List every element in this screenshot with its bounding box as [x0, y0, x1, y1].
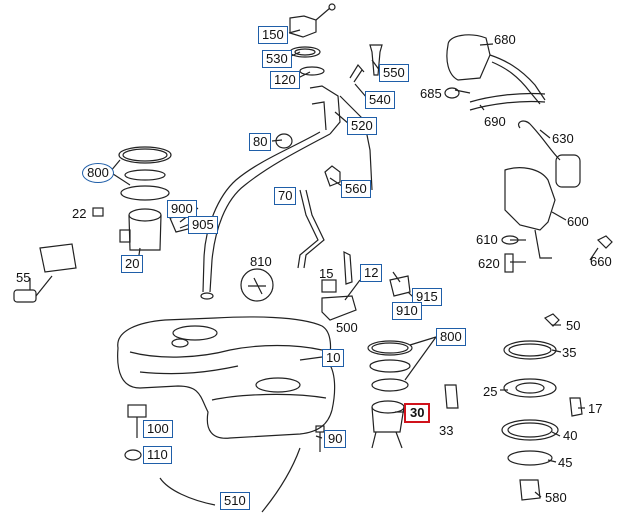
callout-910[interactable]: 910 — [392, 302, 422, 320]
callout-40: 40 — [563, 428, 578, 443]
callout-905[interactable]: 905 — [188, 216, 218, 234]
callout-800-left[interactable]: 800 — [82, 163, 114, 183]
callout-500: 500 — [336, 320, 358, 335]
callout-660: 660 — [590, 254, 612, 269]
callout-100[interactable]: 100 — [143, 420, 173, 438]
callout-540[interactable]: 540 — [365, 91, 395, 109]
callout-550[interactable]: 550 — [379, 64, 409, 82]
callout-520[interactable]: 520 — [347, 117, 377, 135]
callout-530[interactable]: 530 — [262, 50, 292, 68]
callout-80[interactable]: 80 — [249, 133, 272, 151]
callout-110[interactable]: 110 — [143, 446, 172, 464]
callout-35: 35 — [562, 345, 577, 360]
callout-690: 690 — [484, 114, 506, 129]
callout-680: 680 — [494, 32, 516, 47]
callout-25: 25 — [483, 384, 498, 399]
callout-70[interactable]: 70 — [274, 187, 297, 205]
callout-45: 45 — [558, 455, 573, 470]
callout-150[interactable]: 150 — [258, 26, 288, 44]
callout-915[interactable]: 915 — [412, 288, 442, 306]
callout-560[interactable]: 560 — [341, 180, 371, 198]
callout-510[interactable]: 510 — [220, 492, 250, 510]
callout-685: 685 — [420, 86, 442, 101]
callout-15: 15 — [319, 266, 334, 281]
callout-22: 22 — [72, 206, 87, 221]
callout-30-highlighted[interactable]: 30 — [404, 403, 431, 423]
callout-50: 50 — [566, 318, 581, 333]
callout-620: 620 — [478, 256, 500, 271]
callout-630: 630 — [552, 131, 574, 146]
callout-55: 55 — [16, 270, 31, 285]
callout-610: 610 — [476, 232, 498, 247]
callout-10[interactable]: 10 — [322, 349, 345, 367]
callout-120[interactable]: 120 — [270, 71, 300, 89]
callout-800-right[interactable]: 800 — [436, 328, 466, 346]
callout-20[interactable]: 20 — [121, 255, 144, 273]
callout-90[interactable]: 90 — [324, 430, 347, 448]
callout-17: 17 — [588, 401, 603, 416]
callout-810: 810 — [250, 254, 272, 269]
callout-33: 33 — [439, 423, 454, 438]
callout-12[interactable]: 12 — [360, 264, 383, 282]
callout-600: 600 — [567, 214, 589, 229]
callout-900[interactable]: 900 — [167, 200, 197, 218]
callout-580: 580 — [545, 490, 567, 505]
